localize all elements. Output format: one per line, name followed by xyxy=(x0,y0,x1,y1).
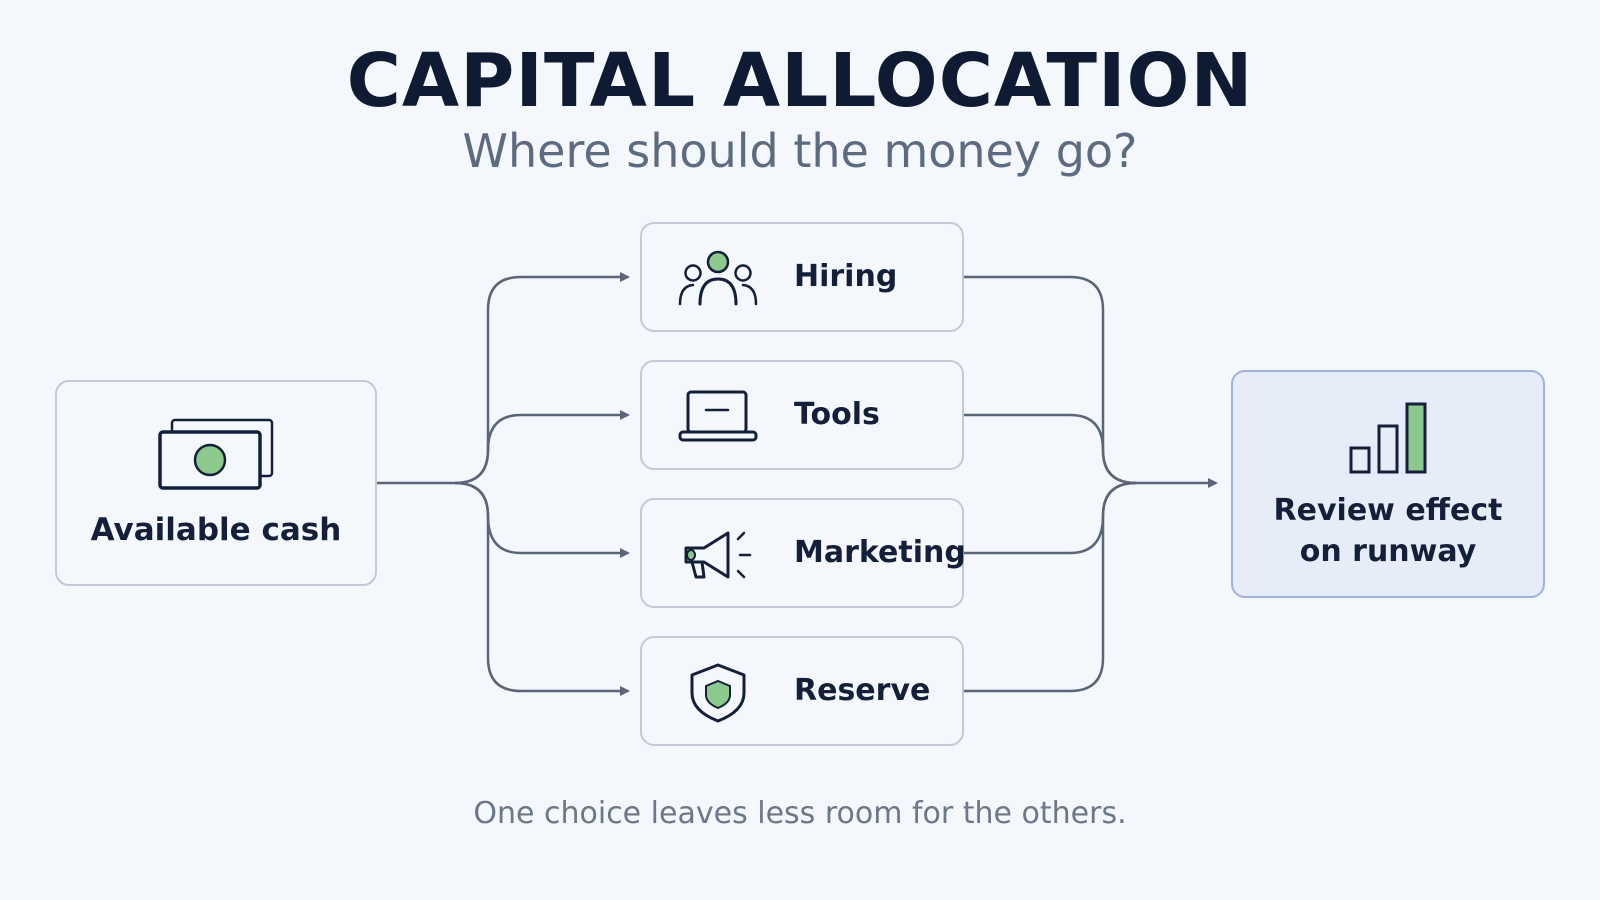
arrow-to-reserve xyxy=(454,481,630,696)
available-cash-label: Available cash xyxy=(90,512,342,548)
shield-icon xyxy=(678,663,758,727)
option-tools-label: Tools xyxy=(794,397,880,432)
review-runway-label: Review effect on runway xyxy=(1233,490,1543,572)
footer-caption: One choice leaves less room for the othe… xyxy=(473,796,1127,831)
diagram-subtitle: Where should the money go? xyxy=(462,124,1138,178)
diagram-title: CAPITAL ALLOCATION xyxy=(346,38,1254,124)
merge-from-tools xyxy=(964,413,1137,485)
option-hiring-label: Hiring xyxy=(794,259,898,294)
review-runway-box: Review effect on runway xyxy=(1231,370,1545,598)
merge-from-reserve xyxy=(964,481,1137,693)
laptop-icon xyxy=(678,387,758,451)
arrow-to-tools xyxy=(454,410,630,485)
cash-icon xyxy=(157,418,277,498)
option-reserve-label: Reserve xyxy=(794,673,931,708)
option-tools: Tools xyxy=(640,360,964,470)
option-hiring: Hiring xyxy=(640,222,964,332)
review-runway-label-line1: Review effect xyxy=(1273,493,1503,528)
option-marketing-label: Marketing xyxy=(794,535,966,570)
option-reserve: Reserve xyxy=(640,636,964,746)
available-cash-box: Available cash xyxy=(55,380,377,586)
option-marketing: Marketing xyxy=(640,498,966,608)
people-icon xyxy=(678,249,758,313)
megaphone-icon xyxy=(678,525,758,589)
review-runway-label-line2: on runway xyxy=(1299,534,1477,569)
bar-chart-icon xyxy=(1343,400,1433,484)
arrow-to-hiring xyxy=(454,272,630,485)
merge-from-hiring xyxy=(964,275,1137,485)
